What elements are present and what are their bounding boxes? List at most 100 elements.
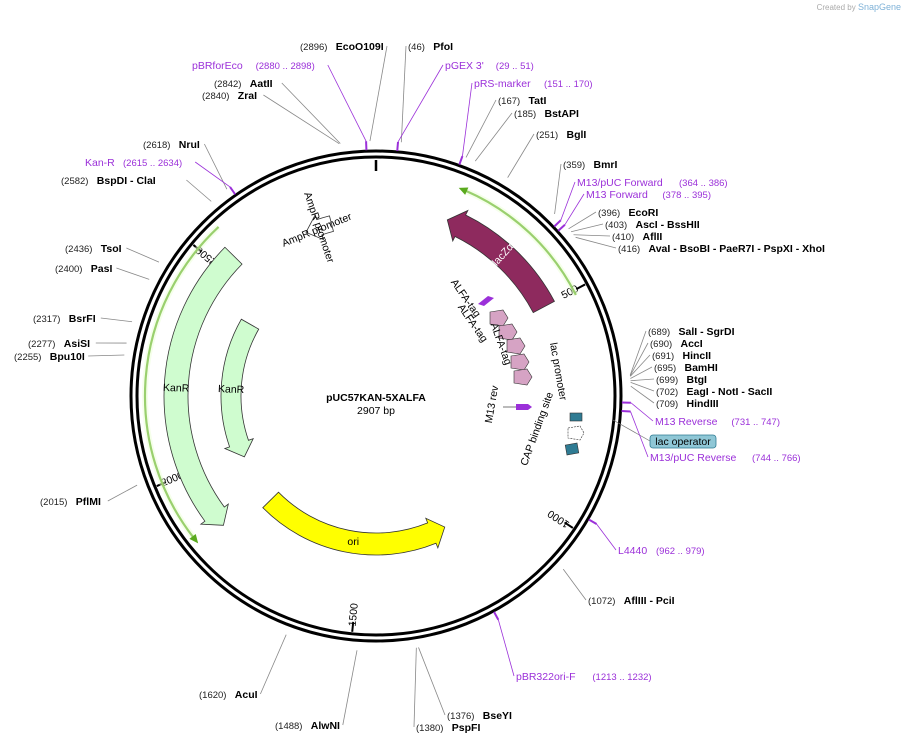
alfa-tag-arrow (498, 323, 518, 341)
site-position: (416) (618, 244, 640, 255)
leader-line (397, 64, 444, 143)
credit-brand: SnapGene (857, 2, 901, 12)
restriction-site[interactable]: (2436)TsoI (65, 243, 160, 263)
site-name: PflMI (76, 496, 101, 508)
site-position: (359) (563, 160, 585, 171)
site-position: (1072) (588, 596, 615, 607)
restriction-site[interactable]: (251)BglI (507, 129, 587, 178)
leader-line (562, 568, 587, 601)
restriction-site[interactable]: (167)TatI (465, 95, 547, 158)
primer-site[interactable]: (1213 .. 1232)pBR322ori-F (493, 611, 652, 683)
primer-site[interactable]: (962 .. 979)L4440 (588, 518, 705, 557)
restriction-site[interactable]: (2582)BspDI - ClaI (61, 175, 212, 202)
site-name: AccI (681, 338, 703, 350)
orf-arrowhead (458, 187, 469, 195)
leader-line (554, 163, 562, 215)
primer-arrow (516, 404, 532, 410)
leader-line (630, 378, 655, 382)
restriction-site[interactable]: (2015)PflMI (40, 484, 138, 508)
restriction-site[interactable]: (702)EagI - NotI - SacII (630, 381, 773, 398)
site-name: BseYI (483, 710, 512, 722)
restriction-site[interactable]: (185)BstAPI (474, 108, 579, 162)
restriction-site[interactable]: (1380)PspFI (413, 647, 481, 734)
restriction-site[interactable]: (2896)EcoO109I (300, 41, 388, 142)
leader-line (629, 354, 651, 377)
restriction-site[interactable]: (699)BtgI (630, 374, 707, 386)
restriction-site[interactable]: (2277)AsiSI (28, 338, 127, 350)
site-position: (699) (656, 375, 678, 386)
leader-line (612, 419, 651, 442)
restriction-site[interactable]: (1620)AcuI (199, 634, 287, 701)
site-position: (689) (648, 327, 670, 338)
leader-line (507, 133, 535, 178)
primer-site[interactable]: (2615 .. 2634)Kan-R (85, 157, 236, 195)
leader-line (369, 45, 388, 142)
tick-label: 1000 (545, 507, 571, 530)
restriction-site[interactable]: (2317)BsrFI (33, 313, 133, 325)
site-position: (691) (652, 351, 674, 362)
site-position: (2618) (143, 140, 170, 151)
leader-line (474, 112, 513, 162)
primer-site[interactable]: (744 .. 766)M13/pUC Reverse (621, 410, 801, 464)
primer-site[interactable]: (731 .. 747) M13 Reverse (621, 401, 780, 428)
leader-line (568, 211, 597, 230)
credit-text: Created by (816, 3, 856, 12)
site-name: HincII (683, 350, 712, 362)
site-position: (2436) (65, 244, 92, 255)
site-name: PfoI (433, 41, 453, 53)
leader-line (465, 99, 497, 158)
site-name: M13 Forward (586, 189, 648, 201)
restriction-site[interactable]: (359)BmrI (554, 159, 618, 215)
site-position: (2842) (214, 79, 241, 90)
restriction-site[interactable]: (691) HincII (629, 350, 712, 377)
primer-site[interactable]: (29 .. 51)pGEX 3' (396, 60, 534, 152)
leader-line (116, 267, 150, 280)
restriction-site[interactable]: (2840)ZraI (202, 90, 340, 145)
restriction-site[interactable]: (1376)BseYI (418, 647, 513, 722)
feature-label: KanR (163, 382, 190, 395)
primer-site[interactable]: (364 .. 386)M13/pUC Forward (553, 177, 728, 228)
leader-line (497, 619, 515, 677)
leader-line (418, 647, 446, 716)
restriction-site[interactable]: (403)AscI - BssHII (570, 219, 700, 233)
site-name: AsiSI (64, 338, 90, 350)
orf-glow (142, 224, 221, 540)
restriction-site[interactable]: (396)EcoRI (568, 207, 659, 230)
restriction-site[interactable]: (2842)AatII (214, 78, 341, 144)
site-name: EagI - NotI - SacII (687, 386, 773, 398)
site-position: (731 .. 747) (731, 417, 780, 428)
site-position: (2840) (202, 91, 229, 102)
restriction-site[interactable]: (416)AvaI - BsoBI - PaeR7I - PspXI - Xho… (575, 236, 825, 255)
orf-line (464, 189, 577, 296)
site-name: AcuI (235, 689, 258, 701)
leader-line (573, 234, 611, 237)
feature-arrow (446, 209, 555, 314)
site-name: PspFI (452, 722, 481, 734)
primer-site[interactable]: (378 .. 395)M13 Forward (557, 189, 711, 232)
restriction-site[interactable]: (1072)AflIII - PciI (562, 568, 675, 607)
primer-site[interactable]: (2880 .. 2898)pBRforEco (192, 60, 368, 151)
backbone-inner (135, 155, 617, 637)
feature-arrow (220, 318, 260, 458)
restriction-site[interactable]: (1488)AlwNI (275, 650, 358, 732)
restriction-site[interactable]: (2255)Bpu10I (14, 351, 125, 363)
leader-line (596, 523, 617, 551)
site-name: M13 Reverse (655, 416, 718, 428)
restriction-site[interactable]: (689) SalI - SgrDI (629, 326, 735, 376)
leader-line (564, 193, 585, 225)
leader-line (400, 45, 407, 143)
restriction-site[interactable]: (410)AflII (573, 231, 663, 243)
restriction-site[interactable]: (2400)PasI (55, 263, 150, 280)
site-name: BamHI (685, 362, 718, 374)
site-position: (46) (408, 42, 425, 53)
restriction-site[interactable]: (709)HindIII (630, 385, 719, 410)
restriction-site[interactable]: (46) PfoI (400, 41, 453, 143)
site-name: SalI - SgrDI (679, 326, 735, 338)
restriction-site[interactable]: (695)BamHI (630, 362, 718, 379)
restriction-site[interactable]: (690)AccI (629, 338, 703, 376)
site-name: TatI (529, 95, 547, 107)
leader-line (575, 236, 617, 249)
primer-site[interactable]: (151 .. 170)pRS-marker (458, 78, 593, 165)
site-position: (2317) (33, 314, 60, 325)
site-name: M13/pUC Reverse (650, 452, 737, 464)
